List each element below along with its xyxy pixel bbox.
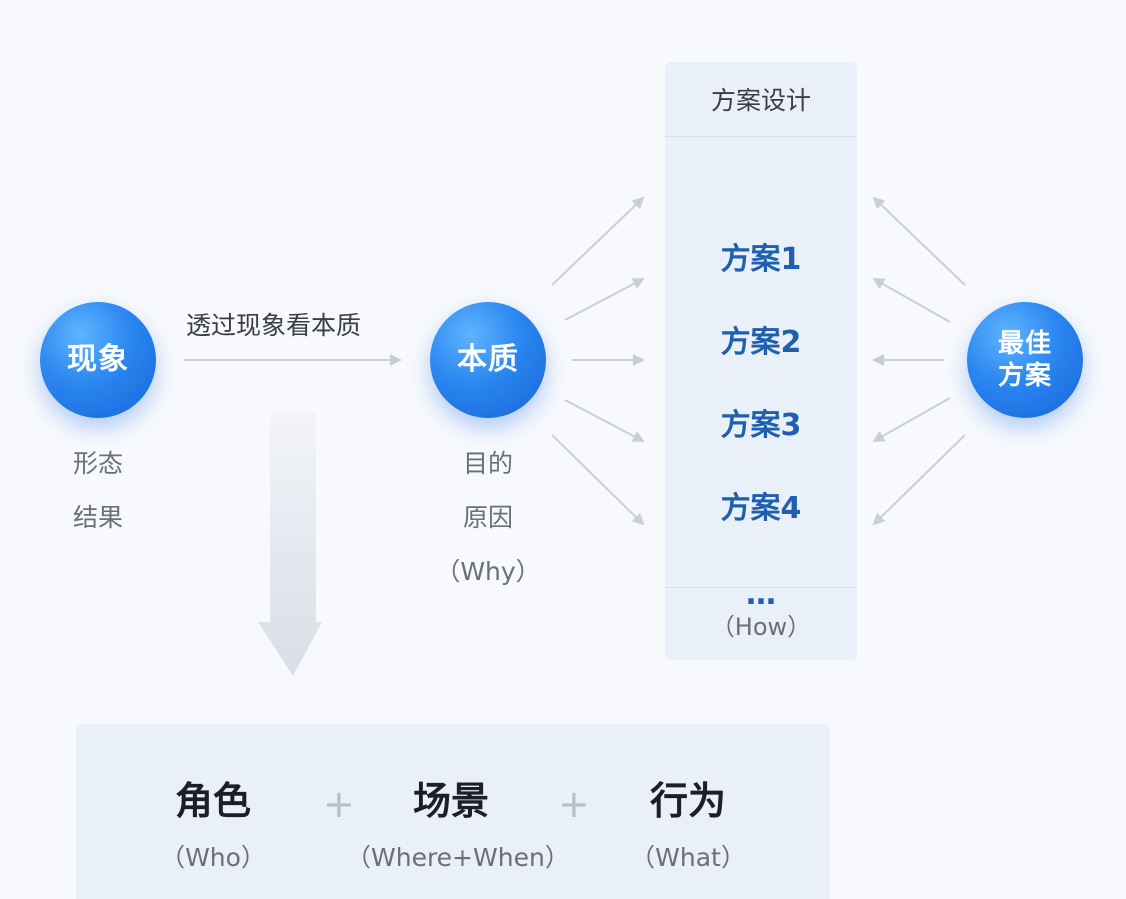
node-phenomenon: 现象: [40, 302, 156, 418]
arrow-best-to-plan-4: [872, 397, 951, 442]
node-phenomenon-label: 现象: [67, 342, 129, 377]
term-role: 角色 （Who）: [153, 776, 273, 874]
arrow-essence-to-plan-4: [564, 399, 645, 442]
design-panel-title: 方案设计: [665, 62, 857, 137]
plan-item-3: 方案3: [720, 408, 802, 443]
essence-caption-3: （Why）: [435, 557, 541, 586]
essence-caption-2: 原因: [462, 503, 513, 532]
term-behavior-sub: （What）: [630, 843, 746, 872]
plan-item-1: 方案1: [720, 242, 802, 277]
arrow-best-to-plan-more: [872, 434, 966, 526]
term-scene-sub: （Where+When）: [346, 843, 570, 872]
essence-caption-1: 目的: [462, 449, 513, 478]
term-role-sub: （Who）: [160, 843, 266, 872]
node-essence-label: 本质: [457, 342, 519, 377]
arrow-best-to-plan-1: [872, 196, 966, 286]
phenomenon-caption-1: 形态: [72, 449, 123, 478]
node-essence: 本质: [430, 302, 546, 418]
plus-sign-1: +: [323, 782, 355, 826]
node-best-label-line-1: 最佳: [997, 329, 1052, 359]
design-panel: 方案设计 方案1 方案2 方案3 方案4 … （How）: [665, 62, 857, 660]
design-panel-items: 方案1 方案2 方案3 方案4 …: [665, 137, 857, 612]
elements-box: 角色 （Who） + 场景 （Where+When） + 行为 （What）: [76, 724, 830, 899]
edge-label: 透过现象看本质: [186, 311, 362, 340]
phenomenon-captions: 形态 结果: [40, 437, 156, 545]
term-scene: 场景 （Where+When）: [346, 776, 570, 874]
plus-sign-2: +: [558, 782, 590, 826]
design-panel-footer: （How）: [665, 587, 857, 660]
down-arrow-icon: [258, 412, 322, 676]
term-behavior: 行为 （What）: [628, 776, 748, 874]
node-best-label-line-2: 方案: [997, 361, 1052, 391]
term-role-main: 角色: [174, 779, 251, 823]
plan-item-2: 方案2: [720, 325, 802, 360]
arrow-essence-to-plan-2: [564, 278, 645, 321]
node-best-solution: 最佳 方案: [967, 302, 1083, 418]
phenomenon-caption-2: 结果: [72, 503, 123, 532]
arrow-essence-to-plan-1: [551, 196, 645, 286]
term-scene-main: 场景: [412, 779, 489, 823]
term-behavior-main: 行为: [649, 779, 726, 823]
arrow-best-to-plan-2: [872, 278, 951, 323]
arrow-essence-to-plan-more: [551, 434, 645, 526]
plan-item-more: …: [746, 577, 776, 612]
essence-captions: 目的 原因 （Why）: [418, 437, 558, 599]
plan-item-4: 方案4: [720, 491, 802, 526]
